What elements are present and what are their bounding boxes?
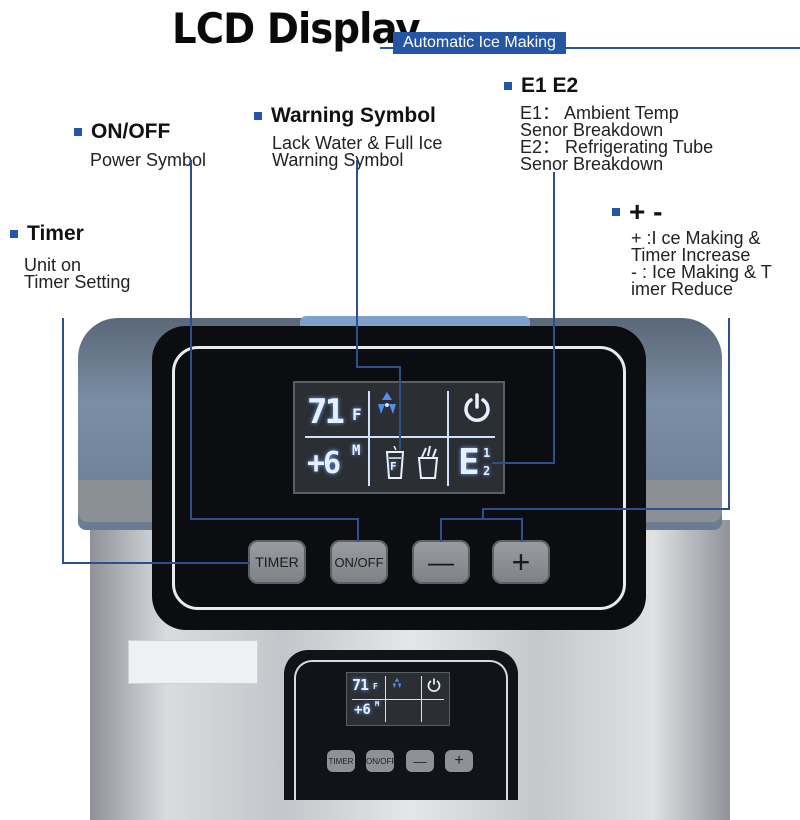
lcd-divider-vertical xyxy=(368,391,370,486)
small-plus-button[interactable]: + xyxy=(445,750,473,772)
leader-line xyxy=(190,518,358,520)
leader-line xyxy=(553,172,555,464)
bullet-square-icon xyxy=(254,112,262,120)
small-lcd-timer: +6 xyxy=(354,702,371,718)
lcd-error-sub-2: 2 xyxy=(483,464,491,478)
bullet-square-icon xyxy=(10,230,18,238)
warning-callout-body: Lack Water & Full Ice Warning Symbol xyxy=(272,133,443,170)
leader-line xyxy=(728,318,730,510)
control-panel-ring xyxy=(172,346,626,610)
small-timer-button[interactable]: TIMER xyxy=(327,750,355,772)
leader-line xyxy=(492,462,555,464)
small-lcd-divider xyxy=(385,676,386,722)
bullet-square-icon xyxy=(74,128,82,136)
on-off-button[interactable]: ON/OFF xyxy=(330,540,388,584)
ice-making-icon xyxy=(378,392,396,414)
timer-callout-body: Unit on Timer Setting xyxy=(24,255,131,292)
leader-line xyxy=(356,160,358,368)
small-on-off-button[interactable]: ON/OFF xyxy=(366,750,396,772)
header-rule xyxy=(380,47,800,49)
small-lcd-timer-unit: M xyxy=(375,700,380,708)
small-lcd-temperature: 71 xyxy=(352,676,369,694)
power-icon xyxy=(464,393,490,422)
leader-line xyxy=(190,160,192,520)
leader-line xyxy=(356,366,400,368)
leader-line xyxy=(62,318,64,564)
plus-button[interactable]: + xyxy=(492,540,550,584)
leader-line xyxy=(357,518,359,542)
timer-button[interactable]: TIMER xyxy=(248,540,306,584)
full-ice-icon xyxy=(417,445,439,479)
leader-line xyxy=(482,508,484,518)
side-plate xyxy=(128,640,258,684)
leader-line xyxy=(521,518,523,542)
warning-callout-heading: Warning Symbol xyxy=(254,104,436,128)
e1e2-heading-text: E1 E2 xyxy=(521,74,579,97)
small-power-icon xyxy=(427,678,441,692)
bullet-square-icon xyxy=(504,82,512,90)
leader-line xyxy=(440,518,442,542)
leader-line xyxy=(440,518,522,520)
lack-water-icon xyxy=(385,446,405,479)
lcd-error-sub-1: 1 xyxy=(483,446,491,460)
lcd-divider-vertical xyxy=(447,391,449,486)
leader-line xyxy=(482,508,730,510)
timer-heading-text: Timer xyxy=(27,222,84,245)
plus-minus-callout-heading: + - xyxy=(612,196,662,228)
lcd-timer: +6 xyxy=(307,446,341,481)
on-off-callout-heading: ON/OFF xyxy=(74,120,170,144)
lcd-temperature-unit: F xyxy=(352,405,362,424)
e1e2-callout-heading: E1 E2 xyxy=(504,74,578,98)
lcd-timer-unit: M xyxy=(352,443,361,459)
timer-callout-heading: Timer xyxy=(10,222,84,246)
on-off-callout-body: Power Symbol xyxy=(90,150,207,170)
small-lcd-divider xyxy=(352,699,444,700)
warning-heading-text: Warning Symbol xyxy=(271,104,436,127)
lcd-error-code: E xyxy=(458,442,480,483)
header-subtitle: Automatic Ice Making xyxy=(393,32,566,54)
small-lcd-temperature-unit: F xyxy=(373,682,378,691)
page-title: LCD Display xyxy=(172,4,421,53)
minus-button[interactable]: — xyxy=(412,540,470,584)
leader-line xyxy=(62,562,250,564)
small-ice-making-icon xyxy=(392,677,402,689)
small-minus-button[interactable]: — xyxy=(406,750,434,772)
leader-line xyxy=(399,366,401,450)
e1e2-callout-body: E1： Ambient Temp Senor Breakdown E2： Ref… xyxy=(520,103,714,174)
bullet-square-icon xyxy=(612,208,620,216)
plus-minus-callout-body: + :I ce Making & Timer Increase - : Ice … xyxy=(631,228,772,299)
small-panel-ring xyxy=(294,660,508,800)
lcd-temperature: 71 xyxy=(307,392,345,432)
small-lcd-divider xyxy=(421,676,422,722)
lcd-cup-label: F xyxy=(390,460,397,473)
plus-minus-heading-text: + - xyxy=(629,196,663,227)
on-off-heading-text: ON/OFF xyxy=(91,120,171,143)
